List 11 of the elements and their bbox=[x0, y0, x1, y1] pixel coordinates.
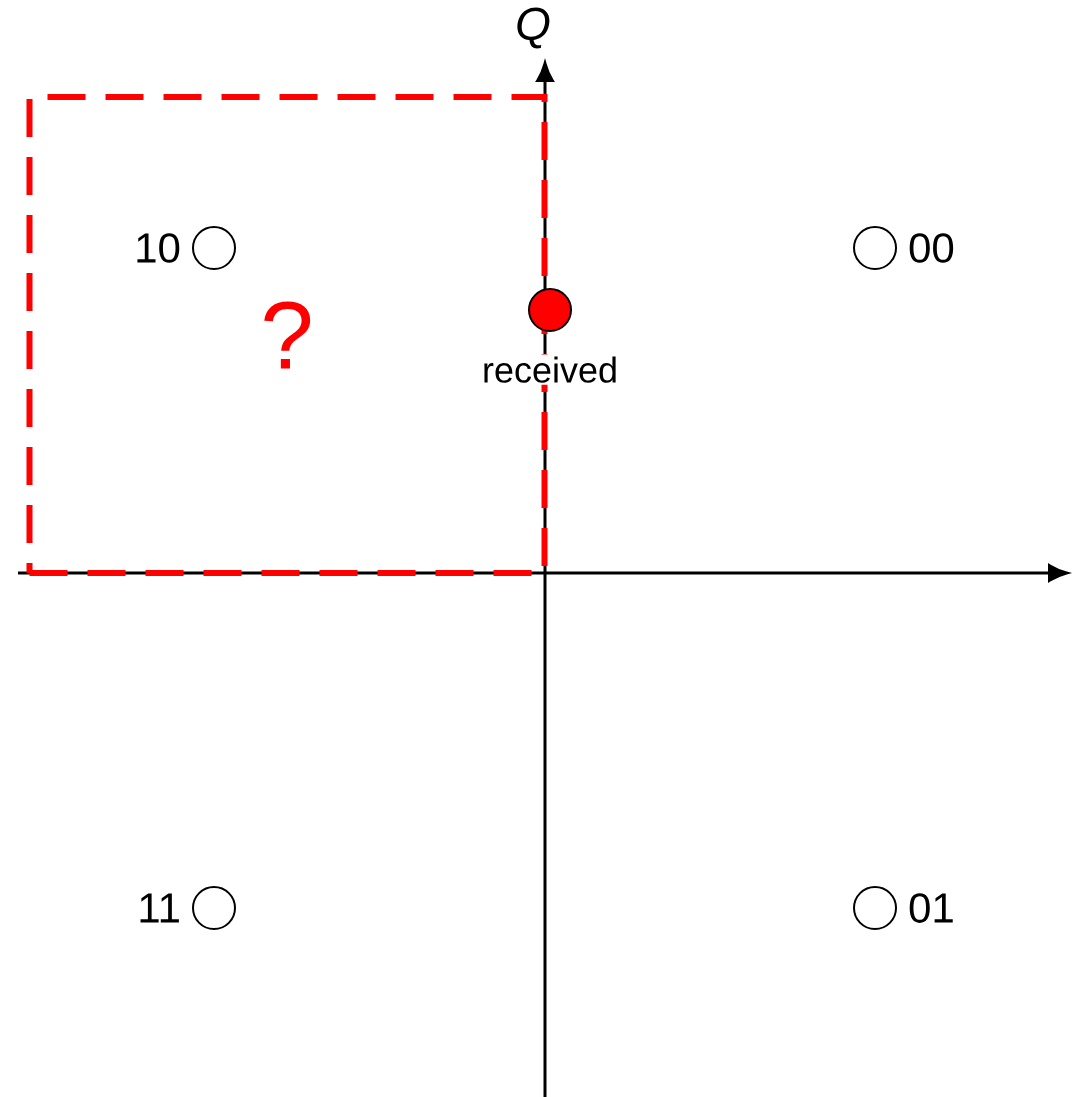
point-label: 11 bbox=[140, 893, 179, 923]
point-label: 01 bbox=[909, 893, 953, 923]
constellation-point bbox=[192, 886, 236, 930]
axis-label: Q bbox=[517, 7, 550, 49]
received-point bbox=[528, 288, 572, 332]
constellation-point bbox=[853, 886, 897, 930]
point-label: 10 bbox=[137, 233, 180, 263]
point-label: received bbox=[479, 354, 621, 385]
constellation-point bbox=[192, 226, 236, 270]
constellation-point bbox=[853, 226, 897, 270]
point-label: 00 bbox=[909, 233, 954, 263]
